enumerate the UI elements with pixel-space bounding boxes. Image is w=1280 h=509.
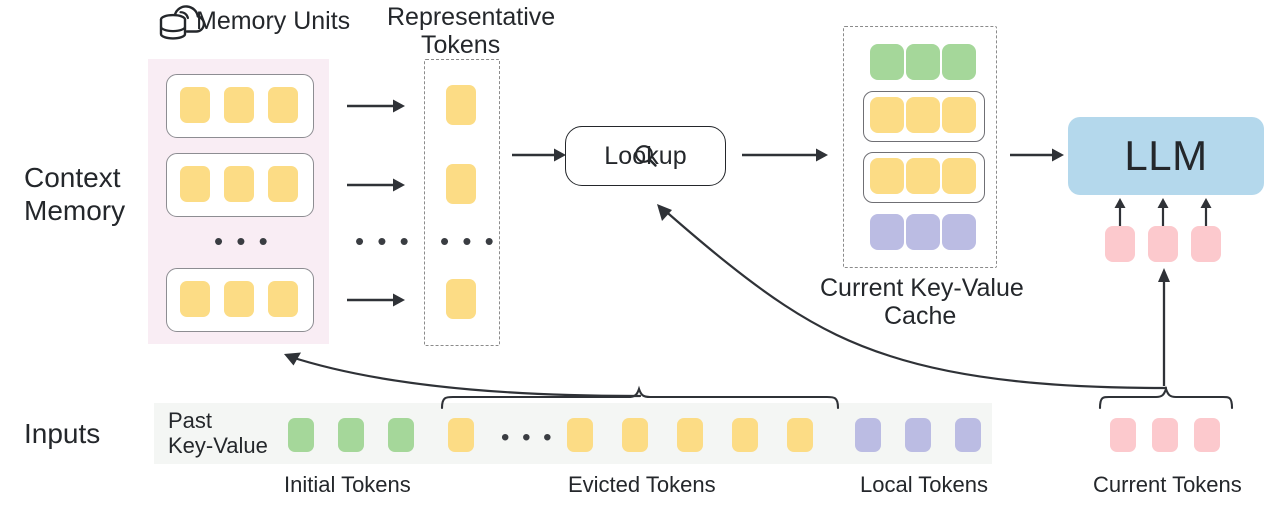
kv-cache-token-yellow: [906, 158, 940, 194]
llm-input-token-pink: [1191, 226, 1221, 262]
memory-units-label: Memory Units: [196, 7, 351, 35]
kv-cache-token-yellow: [870, 97, 904, 133]
arrow-memory-unit-2-to-rep: [347, 178, 405, 192]
llm-input-token-pink: [1105, 226, 1135, 262]
context-memory-label-line1: Context: [24, 162, 121, 193]
memory-token: [268, 281, 298, 317]
input-token-pink: [1152, 418, 1178, 452]
current-kv-cache-label-line2: Cache: [884, 302, 957, 330]
memory-token: [268, 87, 298, 123]
kv-cache-token-green: [942, 44, 976, 80]
input-token-yellow: [787, 418, 813, 452]
arrow-current-to-lookup: [657, 204, 1168, 390]
representative-token: [446, 85, 476, 125]
past-key-value-label-line1: Past: [168, 408, 213, 433]
local-tokens-label: Local Tokens: [860, 472, 989, 497]
memory-token: [268, 166, 298, 202]
kv-cache-token-green: [906, 44, 940, 80]
kv-cache-token-green: [870, 44, 904, 80]
input-token-pink: [1110, 418, 1136, 452]
brace-evicted-tokens: [440, 385, 840, 410]
kv-cache-token-purple: [870, 214, 904, 250]
kv-cache-token-purple: [906, 214, 940, 250]
arrow-token-to-llm: [1114, 198, 1126, 226]
llm-input-token-pink: [1148, 226, 1178, 262]
arrow-lookup-to-kv-cache: [742, 148, 828, 162]
memory-token: [224, 281, 254, 317]
context-memory-label-line2: Memory: [24, 195, 126, 226]
kv-cache-token-yellow: [942, 158, 976, 194]
input-token-purple: [955, 418, 981, 452]
representative-tokens-label-line2: Tokens: [421, 31, 501, 59]
input-token-purple: [855, 418, 881, 452]
input-token-yellow: [732, 418, 758, 452]
arrow-token-to-llm: [1200, 198, 1212, 226]
memory-token: [180, 87, 210, 123]
memory-token: [180, 281, 210, 317]
arrow-current-tokens-to-llm-inputs: [1158, 268, 1170, 386]
representative-tokens-container: [424, 59, 500, 346]
lookup-button[interactable]: Lookup: [565, 126, 726, 186]
cloud-database-icon: [159, 5, 206, 40]
arrow-evicted-to-memory: [284, 352, 642, 398]
llm-box[interactable]: LLM: [1068, 117, 1264, 195]
input-token-pink: [1194, 418, 1220, 452]
input-token-green: [288, 418, 314, 452]
arrow-memory-unit-n-to-rep: [347, 293, 405, 307]
past-key-value-label-line2: Key-Value: [168, 433, 268, 458]
representative-token: [446, 164, 476, 204]
representative-token: [446, 279, 476, 319]
memory-token: [224, 166, 254, 202]
arrows-ellipsis: • • •: [355, 226, 412, 256]
memory-token: [180, 166, 210, 202]
input-token-purple: [905, 418, 931, 452]
arrow-rep-to-lookup: [512, 148, 566, 162]
initial-tokens-label: Initial Tokens: [284, 472, 411, 497]
input-token-yellow: [567, 418, 593, 452]
kv-cache-token-purple: [942, 214, 976, 250]
memory-token: [224, 87, 254, 123]
evicted-tokens-label: Evicted Tokens: [568, 472, 716, 497]
input-token-green: [388, 418, 414, 452]
kv-cache-token-yellow: [870, 158, 904, 194]
current-kv-cache-container: [843, 26, 997, 268]
memory-units-ellipsis: • • •: [214, 226, 271, 256]
representative-tokens-label-line1: Representative: [387, 3, 556, 31]
current-tokens-label: Current Tokens: [1093, 472, 1242, 497]
inputs-label: Inputs: [24, 418, 101, 449]
search-icon: [634, 145, 657, 167]
arrow-token-to-llm: [1157, 198, 1169, 226]
llm-label: LLM: [1124, 132, 1208, 179]
arrow-memory-unit-1-to-rep: [347, 99, 405, 113]
arrow-kv-cache-to-llm: [1010, 148, 1064, 162]
evicted-tokens-ellipsis: • • •: [501, 424, 555, 451]
input-token-green: [338, 418, 364, 452]
kv-cache-token-yellow: [906, 97, 940, 133]
kv-cache-token-yellow: [942, 97, 976, 133]
input-token-yellow: [677, 418, 703, 452]
input-token-yellow: [448, 418, 474, 452]
representative-tokens-ellipsis: • • •: [440, 226, 497, 256]
current-kv-cache-label-line1: Current Key-Value: [820, 274, 1024, 302]
input-token-yellow: [622, 418, 648, 452]
